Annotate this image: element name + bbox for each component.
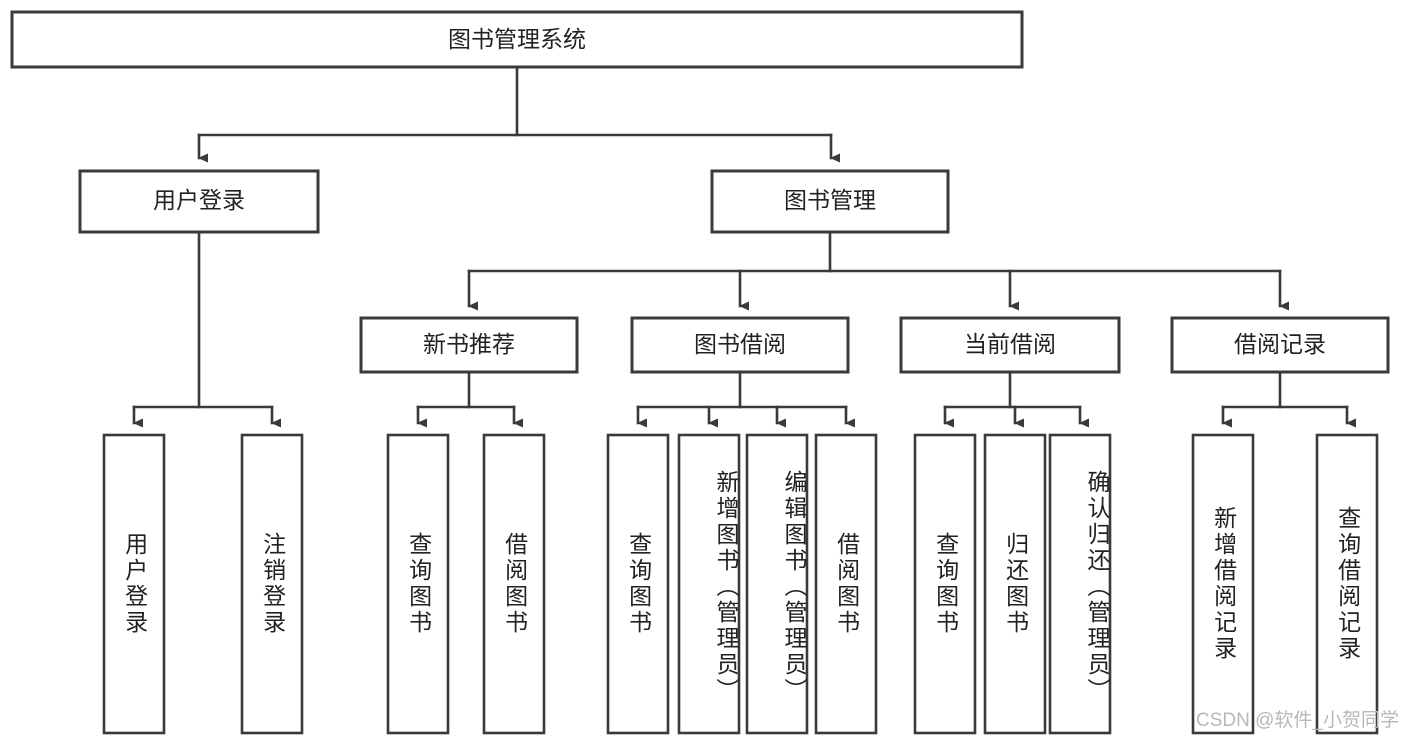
leaf-box-layer xyxy=(102,433,1379,735)
leaf-box-query-borrow-record[interactable] xyxy=(1315,433,1379,735)
leaf-box-borrow-book-recommend[interactable] xyxy=(482,433,546,735)
node-borrow-record-label: 借阅记录 xyxy=(1234,331,1326,357)
leaf-box-return-book[interactable] xyxy=(983,433,1047,735)
connector-layer xyxy=(132,65,1356,428)
leaf-box-borrow-book[interactable] xyxy=(814,433,878,735)
node-current-borrow-box[interactable] xyxy=(899,316,1121,374)
node-root-label: 图书管理系统 xyxy=(448,26,586,52)
leaf-box-confirm-return-admin[interactable] xyxy=(1048,433,1112,735)
leaf-box-edit-book-admin[interactable] xyxy=(745,433,809,735)
node-borrow-record[interactable]: 借阅记录 xyxy=(1170,316,1390,374)
node-book-borrow-box[interactable] xyxy=(630,316,850,374)
node-root[interactable]: 图书管理系统 xyxy=(10,10,1024,69)
node-user-login-label: 用户登录 xyxy=(153,187,245,213)
leaf-box-user-login[interactable] xyxy=(102,433,166,735)
node-borrow-record-box[interactable] xyxy=(1170,316,1390,374)
node-new-book-recommend[interactable]: 新书推荐 xyxy=(359,316,579,374)
leaf-box-add-borrow-record[interactable] xyxy=(1191,433,1255,735)
watermark-text: CSDN @软件_小贺同学 xyxy=(1196,710,1399,731)
node-book-borrow-label: 图书借阅 xyxy=(694,331,786,357)
node-book-management-label: 图书管理 xyxy=(784,187,876,213)
node-book-borrow[interactable]: 图书借阅 xyxy=(630,316,850,374)
node-user-login[interactable]: 用户登录 xyxy=(78,169,320,234)
node-book-management-box[interactable] xyxy=(710,169,950,234)
node-current-borrow-label: 当前借阅 xyxy=(964,331,1056,357)
node-new-book-recommend-box[interactable] xyxy=(359,316,579,374)
node-user-login-box[interactable] xyxy=(78,169,320,234)
leaf-box-add-book-admin[interactable] xyxy=(677,433,741,735)
node-current-borrow[interactable]: 当前借阅 xyxy=(899,316,1121,374)
node-book-management[interactable]: 图书管理 xyxy=(710,169,950,234)
node-root-box[interactable] xyxy=(10,10,1024,69)
leaf-box-query-book-current[interactable] xyxy=(913,433,977,735)
leaf-box-query-book-borrow[interactable] xyxy=(606,433,670,735)
leaf-box-user-logout[interactable] xyxy=(240,433,304,735)
node-new-book-recommend-label: 新书推荐 xyxy=(423,331,515,357)
leaf-box-query-book-recommend[interactable] xyxy=(386,433,450,735)
